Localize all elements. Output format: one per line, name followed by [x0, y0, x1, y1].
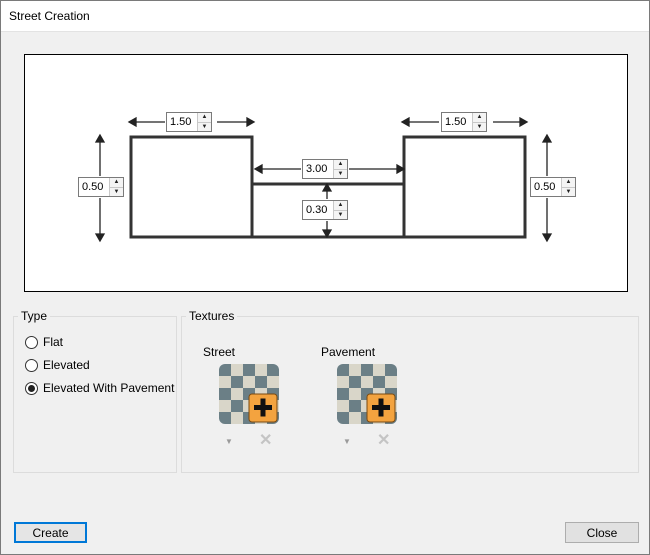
radio-flat[interactable]: Flat: [25, 334, 63, 350]
radio-elevated-with-pavement[interactable]: Elevated With Pavement: [25, 380, 174, 396]
spin-up-icon[interactable]: ▲: [473, 113, 486, 122]
spin-down-icon[interactable]: ▼: [473, 121, 486, 131]
spin-down-icon[interactable]: ▼: [334, 168, 347, 178]
street-texture-add-icon[interactable]: [219, 364, 279, 424]
radio-circle-icon: [25, 358, 38, 372]
pavement-texture-clear-icon[interactable]: ✕: [377, 432, 391, 449]
street-width-spinbox[interactable]: 3.00 ▲▼: [302, 159, 348, 179]
create-button[interactable]: Create: [14, 522, 87, 543]
textures-group-label: Textures: [186, 309, 238, 323]
type-group-label: Type: [18, 309, 51, 323]
textures-group: [181, 316, 639, 473]
radio-elevated[interactable]: Elevated: [25, 357, 90, 373]
street-width-value: 3.00: [306, 163, 328, 175]
left-pavement-width-spinbox[interactable]: 1.50 ▲▼: [166, 112, 212, 132]
street-height-spinbox[interactable]: 0.30 ▲▼: [302, 200, 348, 220]
spin-down-icon[interactable]: ▼: [198, 121, 211, 131]
radio-elevated-with-pavement-label: Elevated With Pavement: [43, 381, 175, 395]
spin-down-icon[interactable]: ▼: [334, 209, 347, 219]
pavement-texture-add-icon[interactable]: [337, 364, 397, 424]
close-button[interactable]: Close: [565, 522, 639, 543]
left-pavement-height-value: 0.50: [82, 181, 104, 193]
right-pavement-height-value: 0.50: [534, 181, 556, 193]
radio-circle-icon: [25, 335, 38, 349]
street-texture-dropdown-icon[interactable]: ▼: [225, 437, 233, 446]
radio-elevated-label: Elevated: [43, 358, 90, 372]
right-pavement-width-spinbox[interactable]: 1.50 ▲▼: [441, 112, 487, 132]
street-block: [250, 182, 406, 239]
spin-down-icon[interactable]: ▼: [110, 186, 123, 196]
radio-selected-icon: [25, 381, 38, 395]
window-title: Street Creation: [9, 9, 90, 23]
spin-up-icon[interactable]: ▲: [334, 201, 347, 210]
type-group: [13, 316, 177, 473]
profile-drawing: [94, 116, 553, 243]
spin-down-icon[interactable]: ▼: [562, 186, 575, 196]
spin-up-icon[interactable]: ▲: [198, 113, 211, 122]
left-pavement-width-value: 1.50: [170, 116, 192, 128]
spin-up-icon[interactable]: ▲: [110, 178, 123, 187]
right-pavement-height-spinbox[interactable]: 0.50 ▲▼: [530, 177, 576, 197]
pavement-texture-dropdown-icon[interactable]: ▼: [343, 437, 351, 446]
street-texture-clear-icon[interactable]: ✕: [259, 432, 273, 449]
title-bar: Street Creation: [1, 1, 649, 32]
radio-flat-label: Flat: [43, 335, 64, 349]
spin-up-icon[interactable]: ▲: [562, 178, 575, 187]
right-pavement-block: [402, 135, 527, 239]
left-pavement-block: [129, 135, 254, 239]
spin-up-icon[interactable]: ▲: [334, 160, 347, 169]
street-texture-label: Street: [203, 345, 236, 359]
street-height-value: 0.30: [306, 204, 328, 216]
right-pavement-width-value: 1.50: [445, 116, 467, 128]
left-pavement-height-spinbox[interactable]: 0.50 ▲▼: [78, 177, 124, 197]
pavement-texture-label: Pavement: [321, 345, 376, 359]
street-profile-diagram: 1.50 ▲▼ 1.50 ▲▼ 3.00 ▲▼ 0.50 ▲▼ 0.50 ▲▼ …: [24, 54, 628, 292]
